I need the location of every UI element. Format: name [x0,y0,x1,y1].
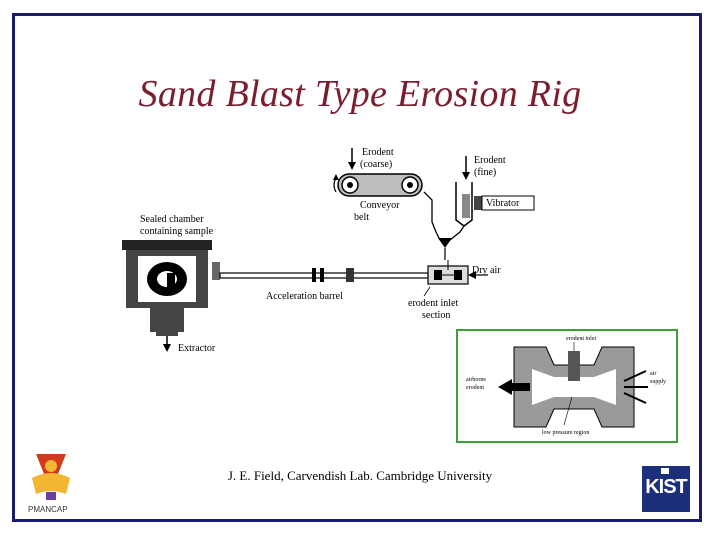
label-conveyor-1: Conveyor [360,200,400,211]
label-sealed-2: containing sample [140,226,214,237]
erodent-inlet-section [427,260,469,285]
kist-logo-mark [661,468,669,474]
left-logo-text: PMANCAP [28,505,68,514]
label-conveyor-2: belt [354,212,369,223]
label-acceleration-barrel: Acceleration barrel [266,291,343,302]
label-inlet-2: section [422,310,450,321]
inlet-detail-inset: erodent inlet airborne erodent air suppl… [456,329,678,443]
label-vibrator: Vibrator [486,198,520,209]
label-erodent-fine-2: (fine) [474,167,496,178]
label-erodent-coarse-1: Erodent [362,147,394,158]
fine-hopper [455,182,482,227]
feed-funnel [423,191,465,260]
sealed-chamber [122,240,220,336]
erodent-fine-arrow [462,156,470,180]
kist-logo-text: KIST [645,476,688,498]
label-inlet-1: erodent inlet [408,298,458,309]
inlet-detail-drawing: erodent inlet airborne erodent air suppl… [466,336,666,436]
dry-air-arrow [468,271,488,279]
left-logo: PMANCAP [28,454,70,514]
conveyor-belt [333,173,423,197]
label-erodent-coarse-2: (coarse) [360,159,392,170]
inset-label-airborne-2: erodent [466,385,484,391]
erodent-coarse-arrow [348,148,356,170]
credit-line: J. E. Field, Carvendish Lab. Cambridge U… [227,468,493,483]
kist-logo: KIST [642,466,690,512]
inset-label-erodent-inlet: erodent inlet [566,336,596,342]
inset-label-air-1: air [650,371,656,377]
label-extractor: Extractor [178,343,216,354]
inset-label-air-2: supply [650,379,666,385]
inset-label-airborne-1: airborne [466,377,486,383]
label-sealed-1: Sealed chamber [140,214,204,225]
label-erodent-fine-1: Erodent [474,155,506,166]
slide-title: Sand Blast Type Erosion Rig [138,73,582,115]
inset-label-low-pressure: low pressure region [542,430,589,436]
extractor-arrow [163,336,171,352]
acceleration-barrel [219,268,429,282]
erosion-rig-diagram: Erodent (coarse) Conveyor belt Erodent (… [122,147,535,354]
label-dry-air: Dry air [472,265,501,276]
